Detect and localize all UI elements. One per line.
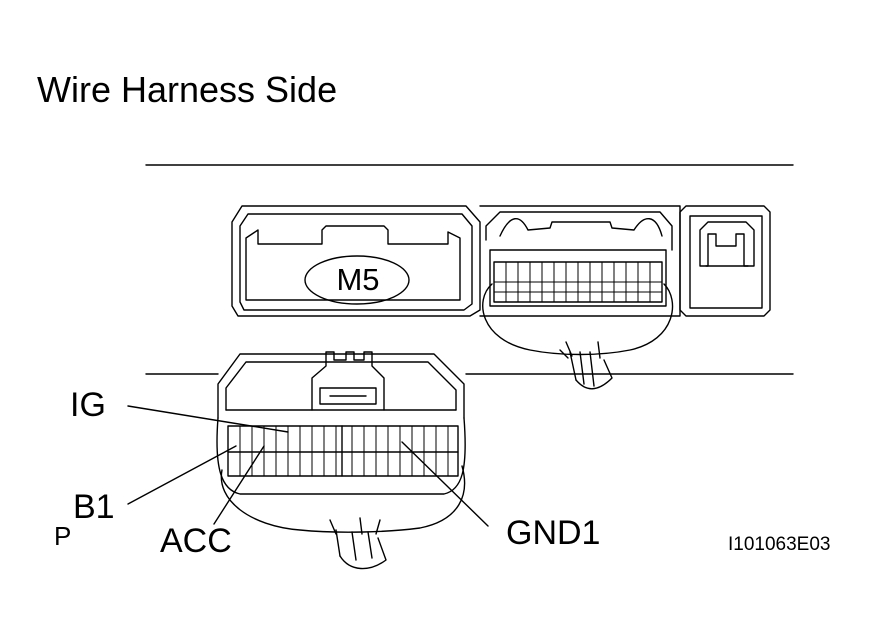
p-mark: P: [54, 521, 72, 551]
upper-mini-connector: [479, 205, 681, 390]
gnd1-leader: [401, 441, 489, 527]
upper-right-connector: [679, 205, 771, 317]
diagram-title: Wire Harness Side: [37, 69, 338, 110]
pin-label-ig: IG: [70, 386, 106, 424]
figure-id: I101063E03: [728, 534, 831, 555]
lower-pin-grid: [239, 425, 449, 477]
acc-leader: [213, 445, 265, 525]
pin-label-b1: B1: [73, 488, 115, 526]
ig-leader: [127, 405, 289, 433]
pin-label-acc: ACC: [160, 522, 232, 560]
lower-connector: [216, 351, 466, 570]
mini-pin-grid: [505, 261, 651, 303]
pin-label-gnd1: GND1: [506, 514, 601, 552]
upper-connector-m5: [231, 205, 481, 317]
b1-leader: [127, 445, 237, 505]
m5-oval: [304, 255, 410, 305]
connector-m5-label: M5: [336, 262, 380, 297]
